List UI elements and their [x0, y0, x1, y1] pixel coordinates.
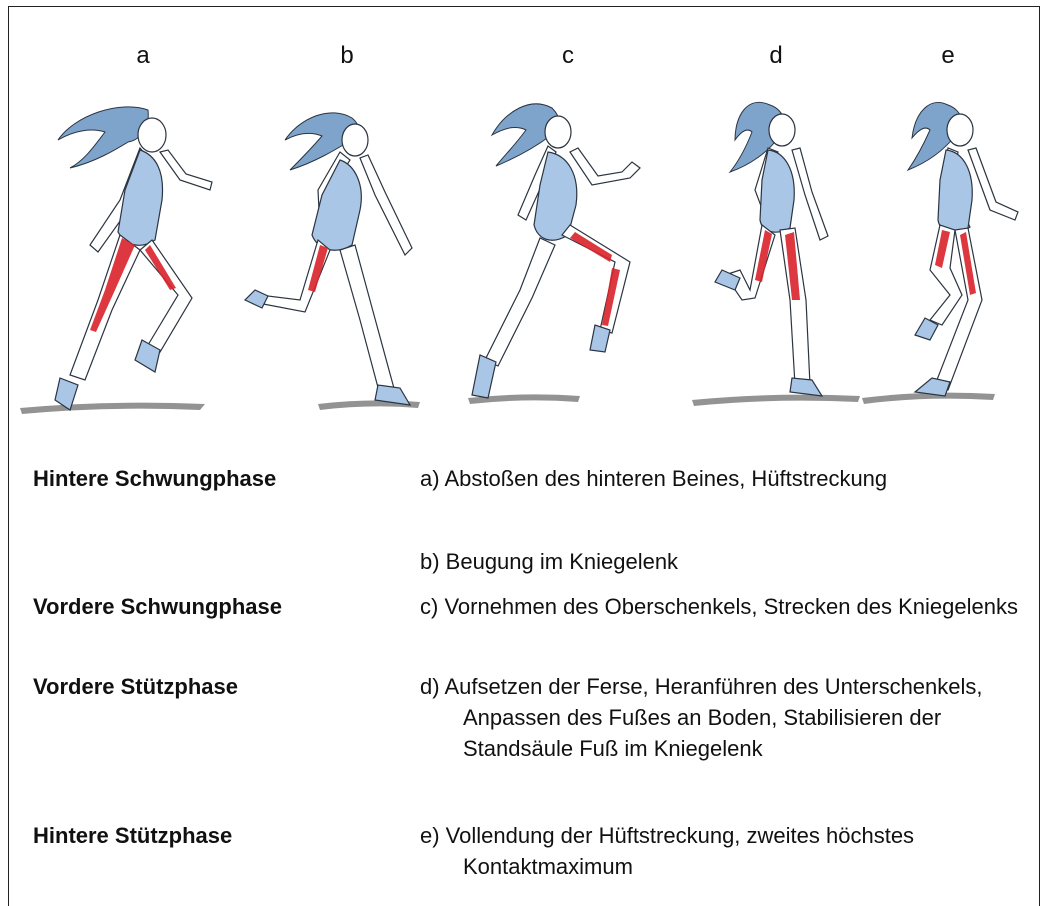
phase-heading-vordere-stuetzphase: Vordere Stützphase — [33, 671, 238, 702]
phase-description-b: b) Beugung im Kniegelenk — [420, 546, 1020, 577]
phase-heading-hintere-stuetzphase: Hintere Stützphase — [33, 820, 232, 851]
phase-description-a: a) Abstoßen des hinteren Beines, Hüftstr… — [420, 463, 1020, 494]
phase-description-c: c) Vornehmen des Oberschenkels, Strecken… — [420, 591, 1020, 622]
phase-heading-vordere-schwungphase: Vordere Schwungphase — [33, 591, 282, 622]
runner-e — [862, 102, 1018, 404]
phase-description-e: e) Vollendung der Hüftstreckung, zweites… — [420, 820, 1020, 882]
runner-c — [468, 104, 640, 404]
running-phases-illustration — [0, 0, 1047, 440]
runner-b — [245, 113, 420, 410]
runner-d — [692, 102, 860, 406]
runner-a — [20, 107, 212, 414]
phase-heading-hintere-schwungphase: Hintere Schwungphase — [33, 463, 276, 494]
phase-description-d: d) Aufsetzen der Ferse, Heranführen des … — [420, 671, 1020, 764]
